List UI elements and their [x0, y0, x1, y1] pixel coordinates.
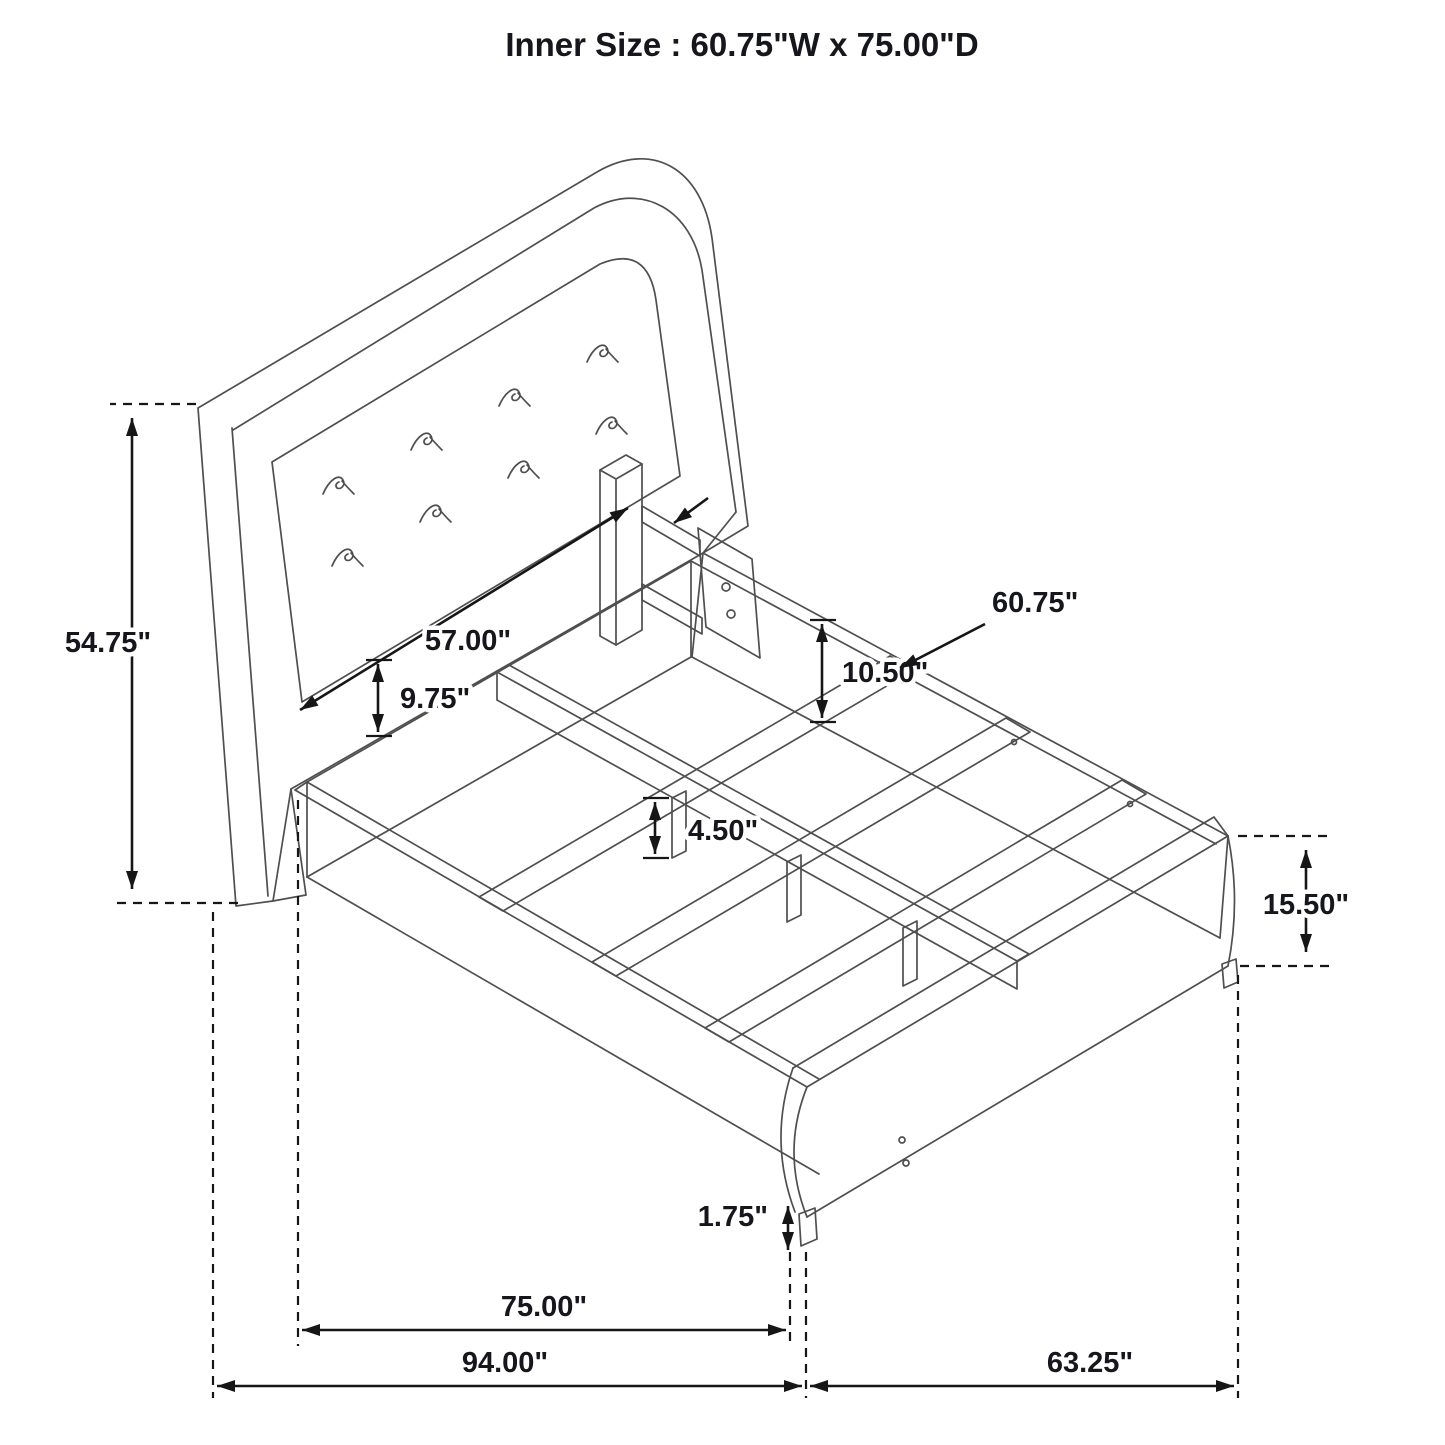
mounting-post-edges	[599, 463, 643, 646]
cross-slat	[591, 717, 1031, 977]
dim-foot-leg-height: 1.75"	[693, 1197, 794, 1250]
footboard-right-leg	[1221, 958, 1239, 989]
headboard-mounting-bracket	[599, 454, 761, 659]
bracket-plate	[697, 527, 761, 659]
dim-foot-leg-height-label: 1.75"	[698, 1201, 768, 1233]
left-rail-head-cap	[294, 781, 308, 878]
tuft-mark-icon	[586, 344, 619, 363]
rail-bolt	[1126, 800, 1134, 808]
tuft-mark-icon	[498, 388, 531, 407]
headboard-leg-line	[272, 788, 307, 902]
tick-line	[643, 796, 669, 860]
headboard-tufted-panel	[271, 257, 681, 703]
tuft-mark-icon	[419, 504, 452, 523]
right-side-rail	[690, 552, 1229, 939]
cross-slat	[704, 779, 1147, 1043]
headboard-left-edge-line	[231, 427, 269, 897]
center-rail-top	[496, 664, 1030, 962]
tuft-mark-icon	[331, 548, 364, 567]
headboard-top-band-line	[232, 197, 737, 513]
tick-line	[810, 618, 836, 724]
dim-headboard-bottom-offset-label: 9.75"	[400, 683, 470, 715]
right-rail-end-caps	[691, 552, 1229, 939]
dim-slat-width: 60.75"	[899, 583, 1083, 670]
footboard-left-leg	[798, 1207, 818, 1247]
dim-side-rail-height: 10.50"	[810, 618, 933, 724]
dim-inner-depth: 75.00"	[296, 800, 792, 1346]
tuft-mark-icon	[410, 432, 443, 451]
bed-drawing	[197, 157, 1239, 1247]
left-rail-bottom-edge	[306, 876, 820, 1175]
bracket-bolt-hole	[726, 609, 736, 619]
bracket-cleat-lower	[641, 583, 703, 635]
headboard	[197, 157, 749, 907]
tuft-mark-icon	[595, 416, 628, 435]
dim-slat-width-label: 60.75"	[992, 587, 1078, 619]
dim-footboard-height-label: 15.50"	[1263, 889, 1349, 921]
footboard-bolt	[902, 1159, 910, 1167]
footboard-left-rounded-end	[793, 1086, 808, 1218]
page-title: Inner Size : 60.75"W x 75.00"D	[505, 26, 978, 63]
dim-headboard-inner-width-label: 57.00"	[425, 625, 511, 657]
dim-headboard-bottom-offset: 9.75"	[366, 658, 475, 738]
bracket-cleat-upper	[641, 505, 701, 557]
tuft-marks	[322, 344, 628, 567]
dim-footboard-height: 15.50"	[1238, 834, 1354, 968]
dim-overall-depth-label: 94.00"	[462, 1347, 548, 1379]
tuft-mark-icon	[507, 460, 540, 479]
footboard	[780, 816, 1239, 1247]
headboard-outline	[197, 157, 749, 907]
dim-side-rail-height-label: 10.50"	[842, 657, 928, 689]
tick-line	[366, 658, 392, 738]
leader-arrow	[899, 622, 986, 670]
slat-system	[478, 655, 1147, 1043]
footboard-right-rounded-end	[1227, 835, 1236, 967]
left-rail-top-inner-edge	[306, 781, 820, 1080]
headboard-wing-line	[702, 511, 737, 554]
dim-support-leg-height: 4.50"	[643, 796, 763, 860]
cross-slat	[478, 655, 915, 912]
right-rail-top-inner-edge	[690, 560, 1217, 845]
dim-headboard-inner-width: 57.00"	[299, 496, 709, 712]
footboard-bottom-edge	[806, 965, 1229, 1218]
dim-inner-depth-label: 75.00"	[501, 1291, 587, 1323]
footboard-left-silhouette	[780, 1067, 796, 1213]
dim-support-leg-height-label: 4.50"	[688, 815, 758, 847]
dim-overall-width: 63.25"	[810, 975, 1240, 1398]
center-support-leg	[671, 790, 687, 859]
right-rail-bottom-edge	[691, 656, 1221, 939]
dim-overall-width-label: 63.25"	[1047, 1347, 1133, 1379]
right-rail-top-outer-edge	[702, 552, 1229, 837]
center-support-leg	[902, 920, 918, 987]
tuft-mark-icon	[322, 476, 355, 495]
dim-headboard-height-label: 54.75"	[65, 627, 151, 659]
dim-headboard-height: 54.75"	[60, 402, 238, 905]
bracket-pointer-arrow	[673, 496, 709, 525]
center-support-leg	[786, 854, 802, 923]
footboard-inner-top-edge	[792, 816, 1229, 1069]
mounting-post	[599, 454, 643, 646]
dimension-arrow	[299, 506, 629, 712]
bracket-bolt-hole	[721, 582, 731, 592]
footboard-bolt	[898, 1136, 906, 1144]
dim-overall-depth: 94.00"	[211, 912, 808, 1398]
